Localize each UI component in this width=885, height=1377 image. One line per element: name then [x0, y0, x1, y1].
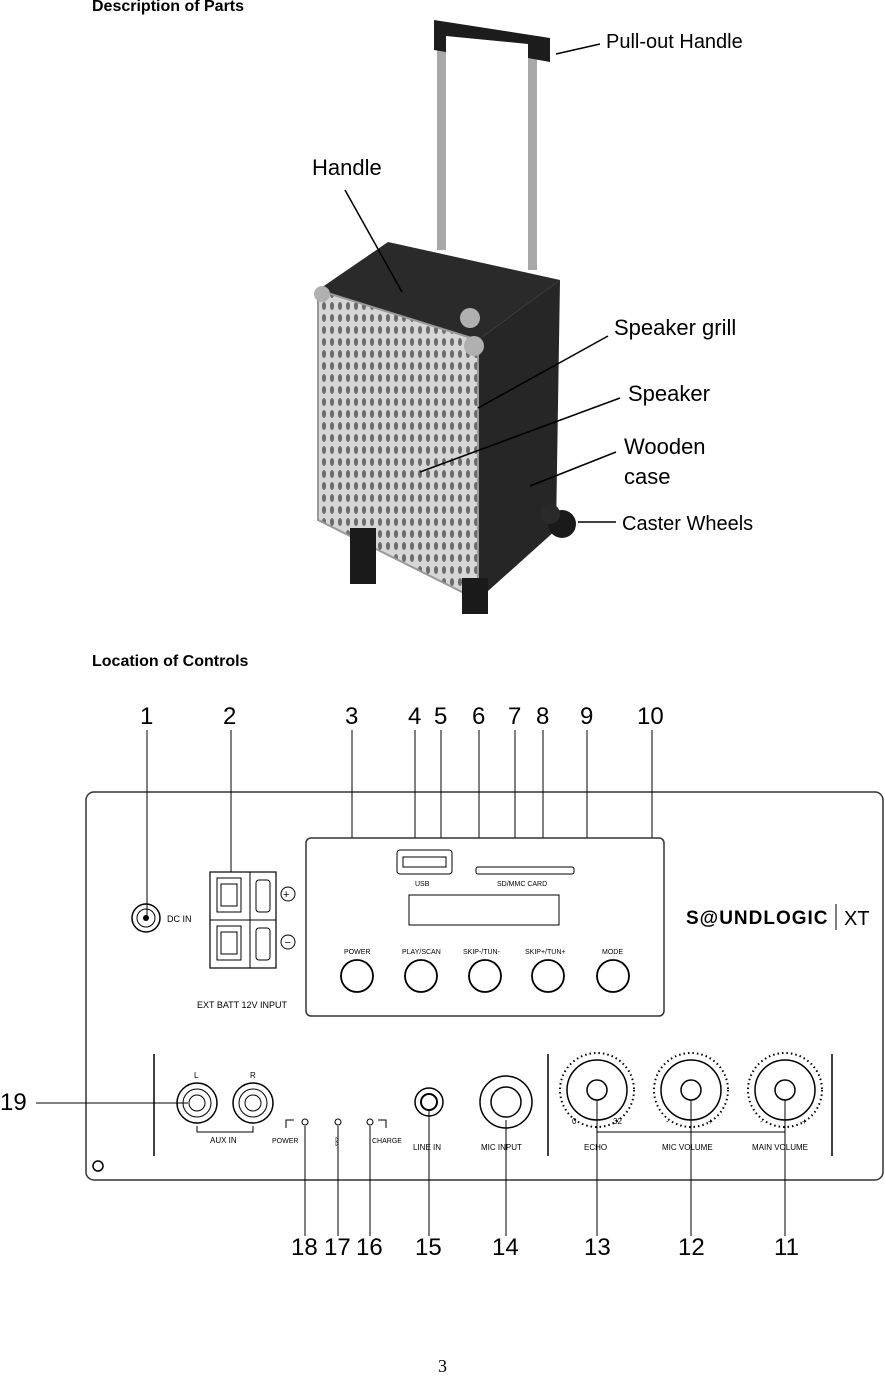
callout-wooden-case-line2: case	[624, 464, 670, 489]
skip-minus-button	[468, 959, 502, 993]
section-title-parts: Description of Parts	[92, 0, 245, 15]
usb-label: USB	[415, 881, 430, 888]
ext-batt-label: EXT BATT 12V INPUT	[197, 1000, 288, 1010]
mic-volume-label: MIC VOLUME	[662, 1143, 713, 1152]
aux-in-label: AUX IN	[210, 1136, 237, 1145]
label-12: 12	[678, 1234, 705, 1261]
label-19: 19	[0, 1089, 27, 1116]
line-in-label: LINE IN	[413, 1143, 441, 1152]
echo-min-label: 0	[572, 1117, 577, 1126]
label-10: 10	[637, 703, 664, 730]
main-vol-minus: -	[760, 1117, 763, 1126]
pullout-handle-graphic	[434, 20, 550, 270]
aux-l-label: L	[194, 1071, 199, 1080]
power-label: POWER	[344, 949, 370, 956]
label-5: 5	[434, 703, 447, 730]
label-14: 14	[492, 1234, 519, 1261]
top-number-labels: 1 2 3 4 5 6 7 8 9 10	[140, 703, 664, 730]
section-title-controls: Location of Controls	[92, 653, 249, 670]
label-18: 18	[291, 1234, 318, 1261]
echo-max-label: 32	[613, 1117, 622, 1126]
callout-speaker: Speaker	[628, 381, 710, 406]
mode-button	[596, 959, 630, 993]
dc-in-label: DC IN	[167, 914, 192, 924]
label-16: 16	[356, 1234, 383, 1261]
svg-text:−: −	[285, 937, 291, 949]
brand-xt: XT	[844, 908, 870, 930]
play-scan-button	[404, 959, 438, 993]
label-9: 9	[580, 703, 593, 730]
mic-vol-plus: +	[708, 1117, 713, 1126]
label-4: 4	[408, 703, 421, 730]
skip-plus-label: SKIP+/TUN+	[525, 949, 565, 956]
mode-label: MODE	[602, 949, 623, 956]
controls-diagram: 1 2 3 4 5 6 7 8 9 10 DC IN +	[0, 703, 884, 1261]
mic-input-label: MIC INPUT	[481, 1143, 522, 1152]
label-6: 6	[472, 703, 485, 730]
echo-label: ECHO	[584, 1143, 607, 1152]
sd-card-label: SD/MMC CARD	[497, 881, 547, 888]
callout-wooden-case-line1: Wooden	[624, 434, 706, 459]
brand-logo: S@UNDLOGIC	[686, 908, 829, 929]
main-volume-label: MAIN VOLUME	[752, 1143, 808, 1152]
mic-vol-minus: -	[666, 1117, 669, 1126]
led-charge-label: CHARGE	[372, 1138, 402, 1145]
skip-plus-button	[531, 959, 565, 993]
label-13: 13	[584, 1234, 611, 1261]
label-17: 17	[324, 1234, 351, 1261]
callout-pullout-handle: Pull-out Handle	[606, 31, 743, 53]
callout-caster-wheels: Caster Wheels	[622, 513, 753, 535]
label-7: 7	[508, 703, 521, 730]
power-button	[340, 959, 374, 993]
led-power-label: POWER	[272, 1138, 298, 1145]
svg-text:+: +	[283, 889, 289, 901]
label-8: 8	[536, 703, 549, 730]
aux-r-label: R	[250, 1071, 256, 1080]
callout-speaker-grill: Speaker grill	[614, 315, 736, 340]
bluetooth-icon: ᛒ	[334, 1137, 340, 1148]
main-vol-plus: +	[802, 1117, 807, 1126]
skip-minus-label: SKIP-/TUN-	[463, 949, 501, 956]
label-15: 15	[415, 1234, 442, 1261]
callout-handle: Handle	[312, 155, 382, 180]
label-11: 11	[774, 1234, 799, 1261]
page-number: 3	[438, 1356, 447, 1376]
label-1: 1	[140, 703, 153, 730]
play-scan-label: PLAY/SCAN	[402, 949, 441, 956]
label-2: 2	[223, 703, 236, 730]
product-illustration: Pull-out Handle Handle Speaker grill Spe…	[302, 12, 753, 628]
label-3: 3	[345, 703, 358, 730]
